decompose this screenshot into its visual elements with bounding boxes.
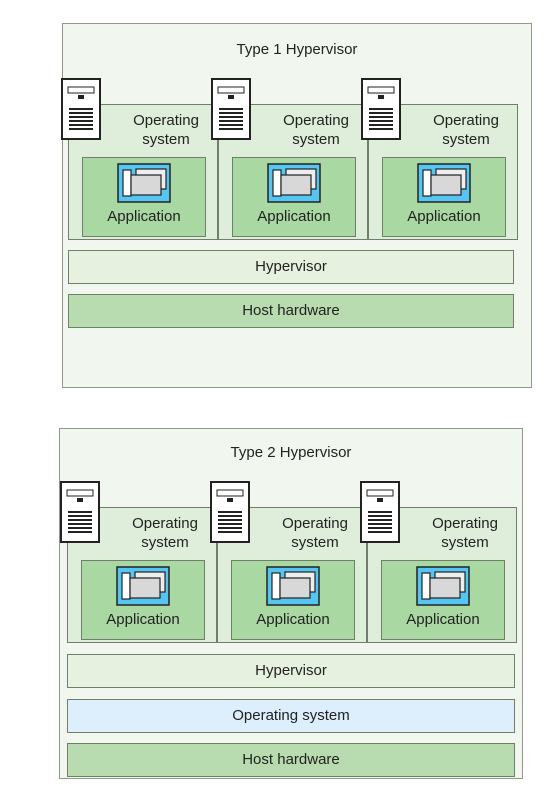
application-windows-icon xyxy=(117,163,171,203)
application-windows-icon xyxy=(267,163,321,203)
vm-box-1: Operating system Application xyxy=(60,481,217,643)
panel-title: Type 1 Hypervisor xyxy=(236,41,358,58)
application-box: Application xyxy=(382,157,506,237)
server-icon xyxy=(210,481,250,543)
os-label: Operating system xyxy=(133,112,199,148)
type1-panel: Type 1 Hypervisor Operating system xyxy=(61,23,532,388)
vm-box-2: Operating system Application xyxy=(210,481,367,643)
vm-box-1: Operating system Application xyxy=(61,78,218,240)
host-hardware-layer: Host hardware xyxy=(67,743,515,777)
server-icon xyxy=(61,78,101,140)
application-box: Application xyxy=(381,560,505,640)
application-label: Application xyxy=(257,208,331,225)
os-label: Operating system xyxy=(283,112,349,148)
hypervisor-layer: Hypervisor xyxy=(67,654,515,688)
server-icon xyxy=(60,481,100,543)
server-icon xyxy=(211,78,251,140)
os-label: Operating system xyxy=(132,515,198,551)
application-label: Application xyxy=(256,611,330,628)
application-box: Application xyxy=(81,560,205,640)
application-label: Application xyxy=(107,208,181,225)
vm-box-3: Operating system Application xyxy=(361,78,518,240)
hypervisor-layer: Hypervisor xyxy=(68,250,514,284)
application-label: Application xyxy=(406,611,480,628)
application-windows-icon xyxy=(416,566,470,606)
application-box: Application xyxy=(82,157,206,237)
os-label: Operating system xyxy=(432,515,498,551)
type2-panel: Type 2 Hypervisor Operating system xyxy=(59,428,523,779)
application-label: Application xyxy=(407,208,481,225)
host-hardware-layer: Host hardware xyxy=(68,294,514,328)
operating-system-layer: Operating system xyxy=(67,699,515,733)
application-windows-icon xyxy=(266,566,320,606)
vm-box-3: Operating system Application xyxy=(360,481,517,643)
application-windows-icon xyxy=(116,566,170,606)
application-box: Application xyxy=(231,560,355,640)
os-label: Operating system xyxy=(433,112,499,148)
application-windows-icon xyxy=(417,163,471,203)
server-icon xyxy=(361,78,401,140)
os-label: Operating system xyxy=(282,515,348,551)
application-box: Application xyxy=(232,157,356,237)
server-icon xyxy=(360,481,400,543)
application-label: Application xyxy=(106,611,180,628)
panel-title: Type 2 Hypervisor xyxy=(230,444,352,461)
vm-box-2: Operating system Application xyxy=(211,78,368,240)
